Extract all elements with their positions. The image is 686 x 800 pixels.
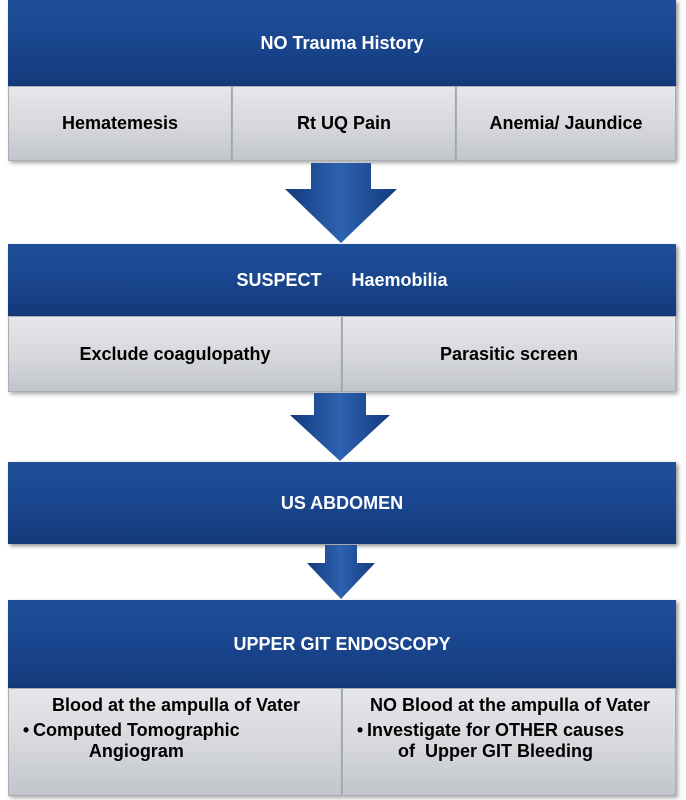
symptom-box-hematemesis: Hematemesis <box>8 86 232 161</box>
action-box-parasitic-screen: Parasitic screen <box>342 316 676 392</box>
symptom-label: Anemia/ Jaundice <box>489 113 643 133</box>
outcome-bullet: • Investigate for OTHER causes of Upper … <box>353 720 624 762</box>
outcome-bullet: • Computed Tomographic Angiogram <box>19 720 240 762</box>
outcome-bullet-line2: of Upper GIT Bleeding <box>398 741 594 761</box>
step2-title-haemobilia: Haemobilia <box>351 269 448 290</box>
step1-header: NO Trauma History <box>8 0 676 86</box>
outcome-box-no-blood-at-ampulla: NO Blood at the ampulla of Vater • Inves… <box>342 688 676 796</box>
outcome-heading: NO Blood at the ampulla of Vater <box>369 695 651 715</box>
symptom-box-rt-uq-pain: Rt UQ Pain <box>232 86 456 161</box>
symptom-box-anemia-jaundice: Anemia/ Jaundice <box>456 86 676 161</box>
outcome-bullet-line1: Investigate for OTHER causes <box>367 720 625 740</box>
step4-header: UPPER GIT ENDOSCOPY <box>8 600 676 688</box>
symptom-label: Hematemesis <box>61 113 179 133</box>
outcome-box-blood-at-ampulla: Blood at the ampulla of Vater • Computed… <box>8 688 342 796</box>
bullet-icon: • <box>356 720 364 740</box>
step3-header: US ABDOMEN <box>8 462 676 544</box>
outcome-heading: Blood at the ampulla of Vater <box>51 695 301 715</box>
symptom-label: Rt UQ Pain <box>296 113 391 133</box>
down-arrow-icon <box>285 163 397 243</box>
action-label: Parasitic screen <box>439 343 579 364</box>
step1-title: NO Trauma History <box>260 32 424 53</box>
bullet-icon: • <box>22 720 30 740</box>
step2-title-suspect: SUSPECT <box>236 269 322 290</box>
step3-title: US ABDOMEN <box>280 492 404 513</box>
down-arrow-icon <box>307 545 375 599</box>
action-box-exclude-coagulopathy: Exclude coagulopathy <box>8 316 342 392</box>
step2-header: SUSPECT Haemobilia <box>8 244 676 316</box>
step4-title: UPPER GIT ENDOSCOPY <box>233 633 451 654</box>
outcome-bullet-line1: Computed Tomographic <box>33 720 240 740</box>
down-arrow-icon <box>290 393 390 461</box>
action-label: Exclude coagulopathy <box>79 343 271 364</box>
outcome-bullet-line2: Angiogram <box>88 741 184 761</box>
